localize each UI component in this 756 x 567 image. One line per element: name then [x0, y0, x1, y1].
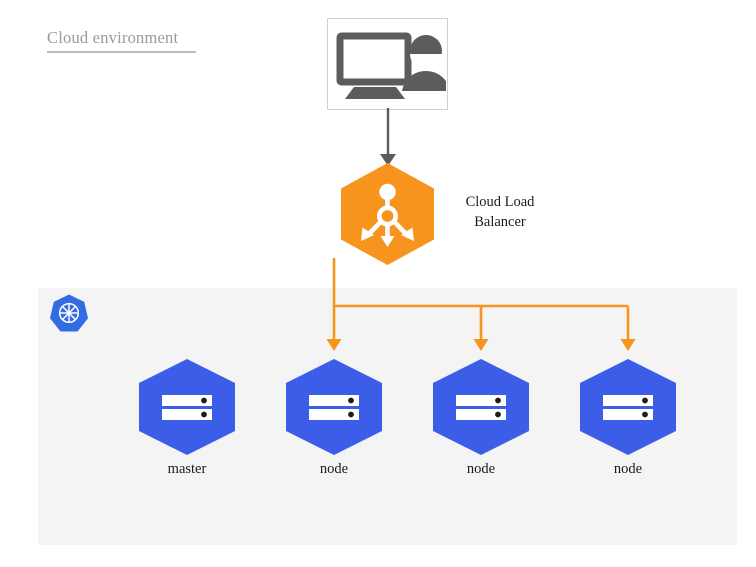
load-balancer-node[interactable]	[341, 163, 434, 265]
load-balancer-hexagon	[341, 163, 434, 265]
node-label: master	[167, 461, 207, 477]
cluster-node-1[interactable]: node	[286, 359, 382, 477]
cluster-node-master[interactable]: master	[139, 359, 235, 477]
load-balancer-label-line2: Balancer	[474, 214, 526, 230]
client-box[interactable]	[327, 18, 448, 110]
node-hexagon	[580, 359, 676, 455]
server-icon	[309, 395, 359, 420]
client-icons-group	[336, 32, 446, 99]
cluster-node-3[interactable]: node	[580, 359, 676, 477]
load-balancer-label-line1: Cloud Load	[465, 194, 535, 210]
load-balancer-distribute-icon	[364, 183, 411, 242]
node-label: node	[466, 461, 496, 477]
node-hexagon	[286, 359, 382, 455]
node-hexagon	[433, 359, 529, 455]
monitor-icon	[336, 32, 412, 99]
kubernetes-logo	[50, 294, 88, 332]
load-balancer-label: Cloud Load Balancer	[440, 192, 560, 232]
user-icon	[402, 35, 446, 91]
node-label: node	[613, 461, 643, 477]
server-icon	[162, 395, 212, 420]
master-hexagon	[139, 359, 235, 455]
client-to-loadbalancer-connector	[380, 108, 396, 166]
server-icon	[456, 395, 506, 420]
load-balancer-arrowheads	[361, 227, 414, 247]
node-label: node	[319, 461, 349, 477]
page-title-underline	[47, 51, 196, 53]
node-traffic-arrowheads	[326, 339, 636, 351]
loadbalancer-to-nodes-connectors	[326, 258, 636, 351]
arrow-down-icon	[380, 154, 396, 166]
server-icon	[603, 395, 653, 420]
cluster-node-2[interactable]: node	[433, 359, 529, 477]
page-title: Cloud environment	[47, 28, 179, 47]
